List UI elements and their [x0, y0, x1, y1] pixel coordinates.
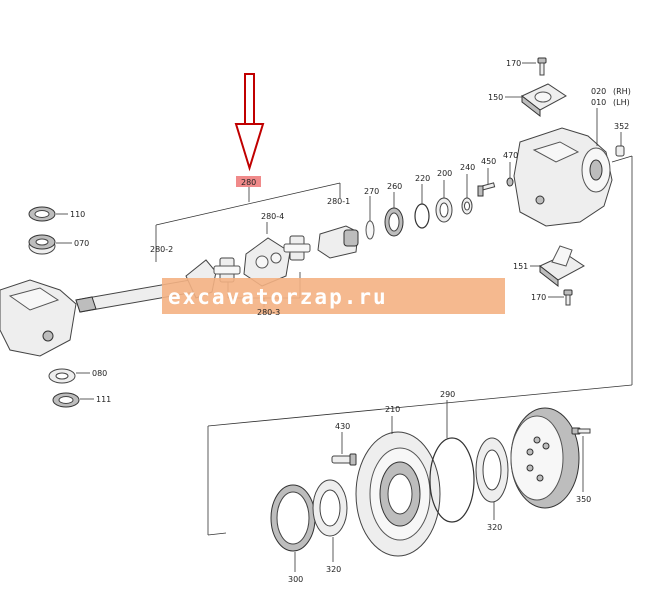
label-200: 200: [437, 169, 452, 178]
bearing-320-left: [312, 479, 348, 537]
seal-260: [384, 207, 404, 237]
cross-280-3: [213, 257, 241, 283]
label-170-bottom: 170: [531, 293, 546, 302]
label-010-lh: (LH): [613, 98, 630, 107]
double-yoke-280-4: [243, 237, 291, 287]
hub-210: [355, 431, 441, 557]
label-080: 080: [92, 369, 107, 378]
steering-knuckle: [513, 127, 613, 227]
label-110: 110: [70, 210, 85, 219]
label-320-right: 320: [487, 523, 502, 532]
bearing-070: [28, 234, 56, 255]
label-450: 450: [481, 157, 496, 166]
label-220: 220: [415, 174, 430, 183]
stud-430: [331, 453, 357, 466]
label-280: 280: [241, 178, 256, 187]
wheel-flange: [510, 407, 580, 509]
label-170-top: 170: [506, 59, 521, 68]
label-430: 430: [335, 422, 350, 431]
cross-280-3b: [283, 235, 311, 261]
bolt-450: [477, 182, 496, 197]
label-260: 260: [387, 182, 402, 191]
bearing-080: [48, 368, 76, 384]
watermark-box: [162, 278, 505, 314]
label-111: 111: [96, 395, 111, 404]
label-270: 270: [364, 187, 379, 196]
cap-150: [521, 83, 567, 118]
label-290: 290: [440, 390, 455, 399]
ring-240: [461, 197, 473, 215]
bolt-350: [571, 427, 591, 435]
bolt-170-bottom: [563, 289, 573, 306]
pin-352: [615, 145, 625, 157]
label-352: 352: [614, 122, 629, 131]
snap-ring-220: [414, 203, 430, 229]
seal-110: [28, 206, 56, 222]
label-240: 240: [460, 163, 475, 172]
highlight-label-box: [236, 176, 261, 187]
oring-290: [429, 437, 475, 523]
bolt-170-top: [537, 57, 547, 76]
label-300: 300: [288, 575, 303, 584]
yoke-280-1: [317, 225, 359, 259]
label-150: 150: [488, 93, 503, 102]
bearing-200: [435, 197, 453, 223]
label-010: 010: [591, 98, 606, 107]
label-070: 070: [74, 239, 89, 248]
watermark-text: excavatorzap.ru: [168, 285, 388, 309]
label-470: 470: [503, 151, 518, 160]
label-020-rh: (RH): [613, 87, 631, 96]
label-020: 020: [591, 87, 606, 96]
label-280-4: 280-4: [261, 212, 284, 221]
ring-270: [365, 220, 375, 240]
label-320-left: 320: [326, 565, 341, 574]
label-280-1: 280-1: [327, 197, 350, 206]
label-210: 210: [385, 405, 400, 414]
label-350: 350: [576, 495, 591, 504]
cap-151: [539, 245, 585, 288]
hub-bracket: [207, 155, 633, 536]
leader-lines: [56, 62, 622, 572]
seal-111: [52, 392, 80, 408]
label-280-3: 280-3: [257, 308, 280, 317]
seal-300: [270, 484, 316, 552]
bearing-320-right: [475, 437, 509, 503]
washer-470: [506, 177, 514, 187]
label-151: 151: [513, 262, 528, 271]
label-280-2: 280-2: [150, 245, 173, 254]
highlight-arrow-icon: [234, 73, 265, 172]
axle-housing: [0, 279, 77, 357]
